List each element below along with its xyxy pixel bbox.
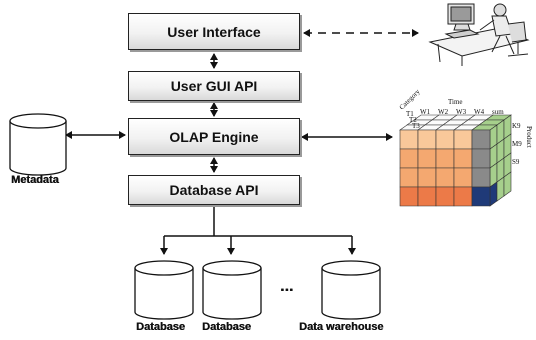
database-label-2: Database xyxy=(202,321,251,333)
cube-front-cell xyxy=(471,129,491,150)
cube-time-column-label: W3 xyxy=(456,108,467,116)
cube-product-label: M9 xyxy=(512,140,522,148)
cube-front-cell xyxy=(399,186,419,207)
cube-category-row-label: T1 xyxy=(406,110,414,118)
olap-engine-box: OLAP Engine xyxy=(128,118,300,155)
database-label-1: Database xyxy=(136,321,185,333)
user-gui-api-box: User GUI API xyxy=(128,71,300,101)
data-warehouse-label: Data warehouse xyxy=(299,321,384,333)
cube-front-cell xyxy=(435,129,455,150)
user-workstation-icon xyxy=(428,3,530,66)
cube-front-cell xyxy=(417,186,437,207)
cube-front-cell xyxy=(399,167,419,188)
database-api-box: Database API xyxy=(128,175,300,205)
cube-time-column-label: W2 xyxy=(438,108,449,116)
user-interface-label: User Interface xyxy=(167,23,261,40)
cube-front-cell xyxy=(453,167,473,188)
data-warehouse-cylinder-icon xyxy=(321,260,381,320)
db-connector-tree xyxy=(160,206,356,255)
cube-time-column-label: W1 xyxy=(420,108,431,116)
cube-front-cell xyxy=(399,148,419,169)
database-cylinder-icon-1 xyxy=(134,260,194,320)
user-gui-api-label: User GUI API xyxy=(170,78,258,94)
database-cylinder-icon-2 xyxy=(202,260,262,320)
cube-front-cell xyxy=(417,167,437,188)
cube-category-row-label: T2 xyxy=(409,116,417,124)
cube-category-label: Category xyxy=(398,87,422,111)
database-api-label: Database API xyxy=(169,182,259,198)
cube-time-column-label: sum xyxy=(492,108,504,116)
cube-front-cell xyxy=(471,186,491,207)
metadata-label: Metadata xyxy=(11,174,59,186)
cube-category-row-label: T3 xyxy=(412,122,420,130)
cube-time-label: Time xyxy=(448,98,463,106)
cube-front-cell xyxy=(453,186,473,207)
cube-front-cell xyxy=(399,129,419,150)
cube-front-cell xyxy=(435,148,455,169)
cube-front-cell xyxy=(435,167,455,188)
cube-time-column-label: W4 xyxy=(474,108,485,116)
user-interface-box: User Interface xyxy=(128,13,300,50)
metadata-cylinder-icon xyxy=(9,113,67,176)
cube-front-cell xyxy=(471,148,491,169)
cube-front-cell xyxy=(471,167,491,188)
cube-front-cell xyxy=(435,186,455,207)
cube-product-axis-label: Product xyxy=(525,126,533,148)
cube-front-cell xyxy=(417,129,437,150)
cube-side-cell xyxy=(503,171,512,197)
cube-front-cell xyxy=(453,129,473,150)
cube-product-label: S9 xyxy=(512,158,520,166)
ellipsis-label: ... xyxy=(280,278,294,295)
cube-product-label: K9 xyxy=(512,122,521,130)
cube-front-cell xyxy=(417,148,437,169)
cube-front-cell xyxy=(453,148,473,169)
olap-engine-label: OLAP Engine xyxy=(169,128,259,145)
